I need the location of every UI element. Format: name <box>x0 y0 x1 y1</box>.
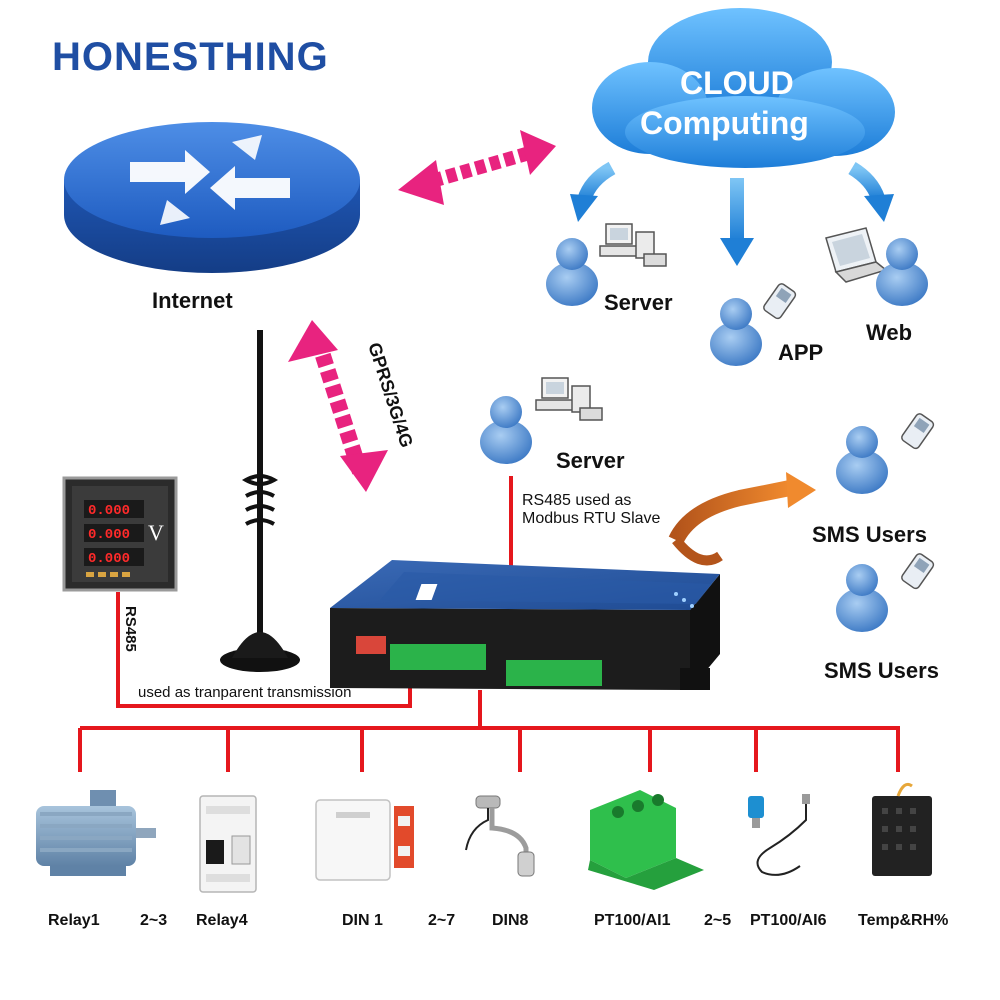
cloud-subtitle: Computing <box>640 105 809 141</box>
cloud-server-user-icon <box>546 238 598 306</box>
io-label-temp-rh: Temp&RH% <box>858 912 948 929</box>
sms-user-2-icon <box>836 564 888 632</box>
io-label-ai-range: 2~5 <box>704 912 731 929</box>
io-label-pt100-ai6: PT100/AI6 <box>750 912 827 929</box>
sms-arrow <box>668 472 816 566</box>
io-label-din8: DIN8 <box>492 912 529 929</box>
transparent-label: used as tranparent transmission <box>138 684 351 701</box>
din-module-icon <box>315 799 414 881</box>
cloud-to-app-arrow <box>720 178 754 266</box>
app-phone-icon <box>761 281 798 321</box>
local-server-user-icon <box>480 396 532 464</box>
sms-users-1-label: SMS Users <box>812 522 927 547</box>
io-label-relay-range: 2~3 <box>140 912 167 929</box>
web-user-icon <box>876 238 928 306</box>
io-label-din-range: 2~7 <box>428 912 455 929</box>
sms-phone-1-icon <box>899 411 936 451</box>
gprs-label: GPRS/3G/4G <box>364 340 417 450</box>
modbus-note-line1: RS485 used as <box>522 492 631 509</box>
sms-user-1-icon <box>836 426 888 494</box>
io-label-relay1: Relay1 <box>48 912 100 929</box>
router-icon <box>64 122 360 273</box>
internet-cloud-link-arrow <box>398 130 556 205</box>
web-laptop-icon <box>825 227 888 283</box>
cloud-to-web-arrow <box>848 161 894 222</box>
local-server-label: Server <box>556 448 625 473</box>
io-label-pt100-ai1: PT100/AI1 <box>594 912 671 929</box>
meter-display-2: 0.000 <box>88 527 130 543</box>
sms-users-2-label: SMS Users <box>824 658 939 683</box>
cloud-server-pc-icon <box>599 223 667 267</box>
cloud-icon <box>592 8 895 168</box>
meter-rs485-label: RS485 <box>122 606 139 652</box>
io-label-relay4: Relay4 <box>196 912 248 929</box>
float-switch-icon <box>465 795 535 877</box>
meter-display-3: 0.000 <box>88 551 130 567</box>
app-label: APP <box>778 340 823 365</box>
antenna-icon <box>220 330 300 672</box>
sms-phone-2-icon <box>899 551 936 591</box>
pt100-module-icon <box>588 790 704 890</box>
meter-display-1: 0.000 <box>88 503 130 519</box>
gprs-link-arrow <box>288 320 388 492</box>
circuit-breaker-icon <box>199 795 257 893</box>
pressure-transmitter-icon <box>748 794 810 876</box>
panel-meter-icon <box>62 476 178 592</box>
cloud-to-server-arrow <box>570 161 616 222</box>
modbus-note-line2: Modbus RTU Slave <box>522 510 661 527</box>
internet-label: Internet <box>152 288 233 313</box>
app-user-icon <box>710 298 762 366</box>
web-label: Web <box>866 320 912 345</box>
transparent-line <box>116 592 412 708</box>
brand-logo: HONESTHING <box>52 35 329 79</box>
io-label-din1: DIN 1 <box>342 912 383 929</box>
meter-unit: V <box>148 520 164 545</box>
local-server-pc-icon <box>535 377 603 421</box>
cloud-title: CLOUD <box>680 65 794 101</box>
temp-rh-sensor-icon <box>872 782 932 876</box>
rtu-device-icon <box>330 560 720 690</box>
io-bus-lines <box>78 726 900 772</box>
motor-icon <box>36 790 156 876</box>
cloud-server-label: Server <box>604 290 673 315</box>
